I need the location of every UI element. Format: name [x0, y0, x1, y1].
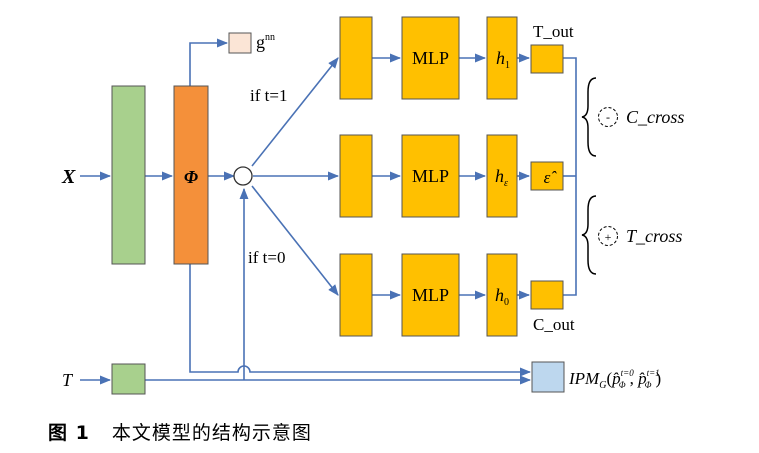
figure-number: 图 1 [48, 422, 90, 444]
c-out-label: C_out [533, 315, 575, 334]
mid-input-block [339, 134, 373, 218]
braces [581, 77, 597, 275]
brace-upper [581, 77, 597, 157]
eps-hat-box [530, 161, 564, 191]
h0-block [486, 253, 518, 337]
edge-phi-to-ipm [189, 264, 532, 377]
edge-phi-to-gnn [189, 38, 229, 86]
gnn-box [228, 32, 252, 54]
edge-node-to-top [251, 57, 339, 167]
c-cross-label: C_cross [626, 107, 684, 127]
h1-label: h1 [496, 48, 510, 71]
t-cross-label: T_cross [626, 226, 682, 246]
plus-operator-label: + [605, 230, 612, 244]
mlp-top-label: MLP [412, 48, 449, 68]
if-t1-label: if t=1 [250, 86, 287, 105]
t-box [111, 363, 146, 395]
model-diagram: X Φ gnn if t=1 if t=0 T MLP MLP MLP h1 h… [61, 16, 684, 395]
t-out-label: T_out [533, 22, 574, 41]
figure-caption: 图 1 本文模型的结构示意图 [48, 418, 312, 445]
heps-label: hε [495, 166, 508, 189]
x-input-label: X [61, 166, 76, 188]
ipm-box [531, 361, 565, 393]
boxes [111, 16, 565, 395]
gnn-label: gnn [256, 32, 275, 52]
brace-lower [581, 195, 597, 275]
figure-caption-text: 本文模型的结构示意图 [111, 422, 312, 444]
if-t0-label: if t=0 [248, 248, 285, 267]
mid-mlp-block [401, 134, 460, 218]
edge-node-to-bot [251, 185, 339, 296]
plus-operator-circle [598, 226, 618, 246]
h1-block [486, 16, 518, 100]
c-out-box [530, 280, 564, 310]
phi-label: Φ [184, 167, 198, 187]
t-input-label: T [62, 370, 74, 390]
top-mlp-block [401, 16, 460, 100]
bot-mlp-block [401, 253, 460, 337]
mlp-mid-label: MLP [412, 166, 449, 186]
bot-input-block [339, 253, 373, 337]
t-out-box [530, 44, 564, 74]
h0-label: h0 [495, 285, 509, 308]
minus-operator-label: - [606, 110, 610, 124]
mlp-bot-label: MLP [412, 285, 449, 305]
top-input-block [339, 16, 373, 100]
green-encoder-block [111, 85, 146, 265]
connection-lines [80, 38, 577, 385]
heps-block [486, 134, 518, 218]
minus-operator-circle [598, 107, 618, 127]
phi-block [173, 85, 209, 265]
split-node [233, 166, 253, 186]
